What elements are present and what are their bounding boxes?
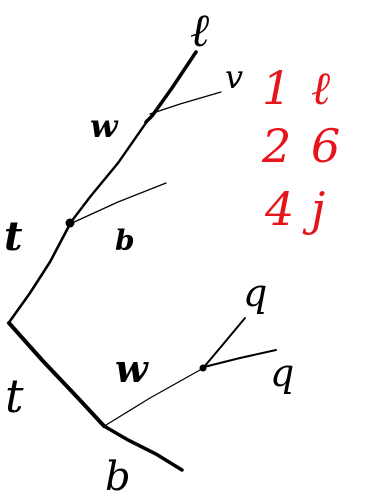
note-1-left: 1	[262, 61, 291, 115]
branch-label-b-lower: b	[105, 454, 131, 495]
lower-branch-to-q-bottom	[203, 349, 277, 368]
branch-label-w-lower: w	[115, 346, 149, 391]
trunk-label-t-lower: t	[5, 369, 24, 423]
note-2-left: 2	[261, 119, 291, 173]
upper-branch-to-b	[71, 182, 167, 224]
node-label-t-upper: t	[4, 213, 23, 260]
upper-stem-middle	[69, 118, 150, 224]
branch-label-b-upper: b	[115, 224, 135, 257]
note-3-right: j	[302, 182, 325, 236]
lower-branch-to-node	[105, 369, 201, 426]
note-2-right: 6	[311, 119, 340, 173]
lower-trunk-bottom	[102, 424, 184, 472]
upper-stem-to-root	[8, 222, 72, 323]
leaf-label-q-bottom: q	[270, 351, 294, 395]
branch-label-w-upper: w	[90, 107, 119, 145]
note-1-right: ℓ	[311, 61, 331, 115]
lower-trunk	[7, 321, 106, 428]
note-3-left: 4	[264, 182, 294, 236]
upper-stem-top	[144, 50, 198, 124]
lower-branch-to-q-top	[203, 317, 246, 368]
leaf-label-q-top: q	[243, 271, 267, 315]
leaf-label-l: ℓ	[190, 3, 210, 57]
upper-branch-to-v	[149, 91, 222, 115]
leaf-label-v: v	[225, 58, 243, 96]
